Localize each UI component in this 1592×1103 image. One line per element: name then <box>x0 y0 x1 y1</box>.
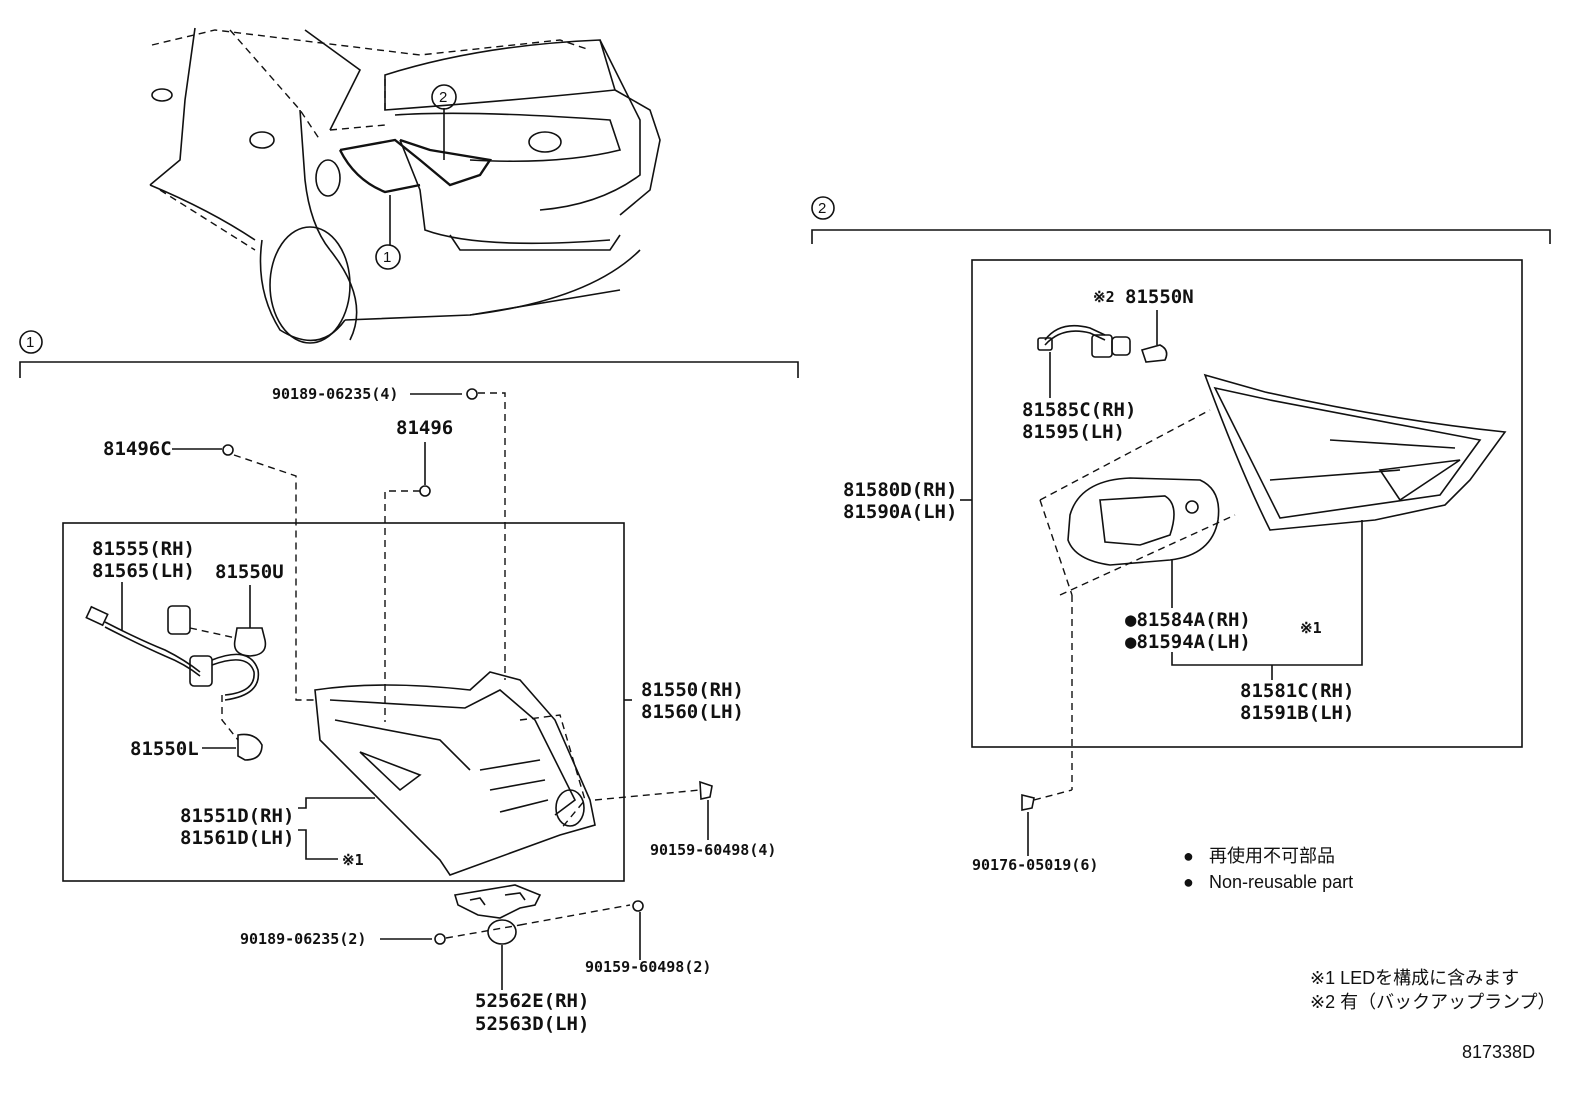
screw-icon <box>632 900 644 912</box>
clip-icon <box>222 444 234 456</box>
car-illustration: 1 2 <box>149 27 661 344</box>
part-90189-06235-4: 90189-06235(4) <box>272 385 398 403</box>
part-81551D-RH: 81551D(RH) <box>180 805 294 827</box>
section-1: 1 90189-06235(4) 81496C 81496 81555(RH) … <box>19 330 799 1035</box>
section-2-bracket <box>811 229 1551 244</box>
gasket-icon <box>1067 477 1220 566</box>
section-2: 2 ※2 81550N 81585C(RH) 81595(LH) 81580D(… <box>811 196 1551 874</box>
part-81561D-LH: 81561D(LH) <box>180 827 294 849</box>
part-81555-RH: 81555(RH) <box>92 538 195 560</box>
section-1-assembly-box <box>62 522 625 882</box>
bolt-icon <box>466 388 478 400</box>
part-81595-LH: 81595(LH) <box>1022 421 1125 443</box>
footnote-1: ※1 LEDを構成に含みます <box>1310 968 1519 988</box>
clip-icon <box>1021 793 1035 811</box>
part-81585C-RH: 81585C(RH) <box>1022 399 1136 421</box>
part-90159-60498-2: 90159-60498(2) <box>585 958 711 976</box>
figure-id: 817338D <box>1462 1042 1535 1062</box>
socket-wire-icon <box>1037 324 1168 363</box>
clip-icon <box>419 485 431 497</box>
part-90189-06235-2: 90189-06235(2) <box>240 930 366 948</box>
part-81591B-LH: 81591B(LH) <box>1240 702 1354 724</box>
part-81550U: 81550U <box>215 561 284 583</box>
back-door-lamp <box>1203 373 1507 531</box>
legend-jp: 再使用不可部品 <box>1209 846 1335 866</box>
part-81594A-LH: ●81594A(LH) <box>1125 631 1251 653</box>
part-81565-LH: 81565(LH) <box>92 560 195 582</box>
legend-en: Non-reusable part <box>1209 872 1353 892</box>
part-81581C-RH: 81581C(RH) <box>1240 680 1354 702</box>
footnote-2: ※2 有（バックアップランプ） <box>1310 992 1556 1012</box>
part-81584A-RH: ●81584A(RH) <box>1125 609 1251 631</box>
part-81590A-LH: 81590A(LH) <box>843 501 957 523</box>
part-90159-60498-4: 90159-60498(4) <box>650 841 776 859</box>
part-90176-05019-6: 90176-05019(6) <box>972 856 1098 874</box>
part-81580D-RH: 81580D(RH) <box>843 479 957 501</box>
part-81496: 81496 <box>396 417 453 439</box>
rear-combination-lamp <box>314 671 596 876</box>
legend-bullet: ● <box>1183 846 1194 866</box>
note-mark-2: ※2 <box>1093 288 1115 306</box>
part-81550-RH: 81550(RH) <box>641 679 744 701</box>
screw-icon <box>699 780 713 800</box>
section-2-marker: 2 <box>818 200 826 217</box>
note-mark-1: ※1 <box>1300 619 1322 637</box>
section-1-bracket <box>19 361 799 378</box>
bolt-icon <box>434 933 446 945</box>
legend: ● 再使用不可部品 ● Non-reusable part <box>1183 846 1353 892</box>
part-81496C: 81496C <box>103 438 172 460</box>
socket-wire-icon <box>85 605 260 701</box>
bracket-icon <box>453 884 542 945</box>
part-81550N: 81550N <box>1125 286 1194 308</box>
bulb-icon <box>237 733 263 761</box>
part-81560-LH: 81560(LH) <box>641 701 744 723</box>
marker-1-label: 1 <box>383 249 391 266</box>
marker-2-label: 2 <box>439 89 447 106</box>
part-52563D-LH: 52563D(LH) <box>475 1013 589 1035</box>
legend-bullet: ● <box>1183 872 1194 892</box>
footnotes: ※1 LEDを構成に含みます ※2 有（バックアップランプ） <box>1310 968 1556 1012</box>
part-52562E-RH: 52562E(RH) <box>475 990 589 1012</box>
part-81550L: 81550L <box>130 738 199 760</box>
section-2-assembly-box <box>971 259 1523 748</box>
bulb-icon <box>233 627 267 657</box>
section-1-marker: 1 <box>26 334 34 351</box>
note-mark-1: ※1 <box>342 851 364 869</box>
